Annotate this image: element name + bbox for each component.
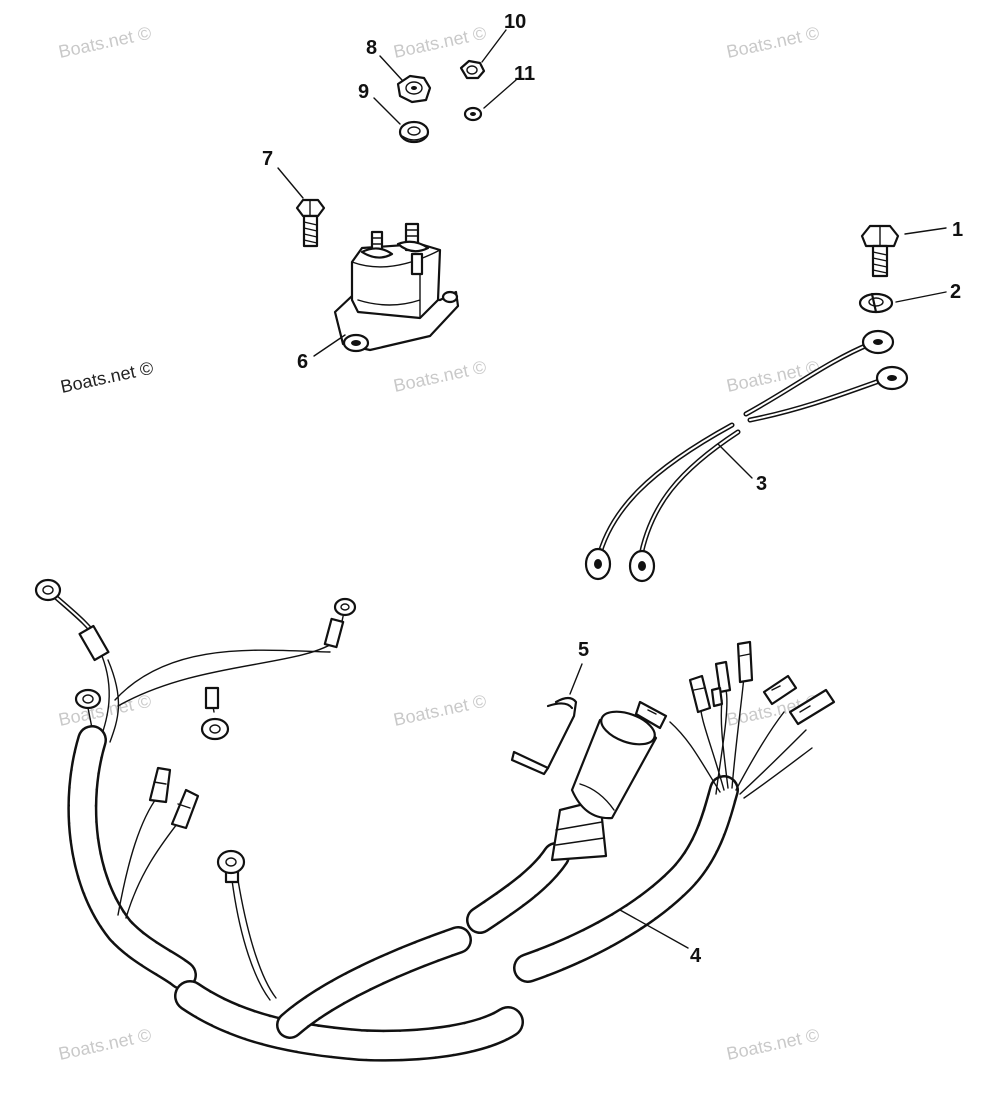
callout-11: 11 [514, 63, 535, 85]
watermark-1: Boats.net © [57, 23, 153, 62]
watermark-8: Boats.net © [392, 691, 488, 730]
part-2-lock-washer [858, 292, 894, 314]
watermark-5: Boats.net © [392, 357, 488, 396]
part-8-hex-nut [396, 74, 432, 104]
watermarks: Boats.net © Boats.net © Boats.net © Boat… [57, 23, 821, 1064]
part-7-bolt [295, 198, 326, 248]
callout-8: 8 [366, 37, 377, 59]
part-9-lock-washer [398, 120, 430, 144]
callout-6: 6 [297, 351, 308, 373]
watermark-10: Boats.net © [57, 1025, 153, 1064]
part-4-main-harness [34, 578, 836, 1062]
watermark-2: Boats.net © [392, 23, 488, 62]
part-3-cable-harness [584, 329, 909, 583]
callout-7: 7 [262, 148, 273, 170]
callout-10: 10 [504, 11, 526, 33]
watermark-4: Boats.net © [59, 358, 155, 397]
part-11-small-washer [463, 106, 483, 122]
part-1-bolt [860, 224, 900, 278]
watermark-12: Boats.net © [725, 1025, 821, 1064]
callout-1: 1 [952, 219, 963, 241]
callout-labels: 1 2 3 4 5 6 7 8 9 10 11 [262, 11, 963, 967]
watermark-3: Boats.net © [725, 23, 821, 62]
callout-9: 9 [358, 81, 369, 103]
callout-5: 5 [578, 639, 589, 661]
callout-3: 3 [756, 473, 767, 495]
part-6-solenoid [333, 222, 460, 353]
part-5-clip [510, 696, 578, 776]
callout-2: 2 [950, 281, 961, 303]
part-10-small-nut [459, 59, 486, 80]
leader-lines [277, 29, 947, 949]
callout-4: 4 [690, 945, 702, 967]
